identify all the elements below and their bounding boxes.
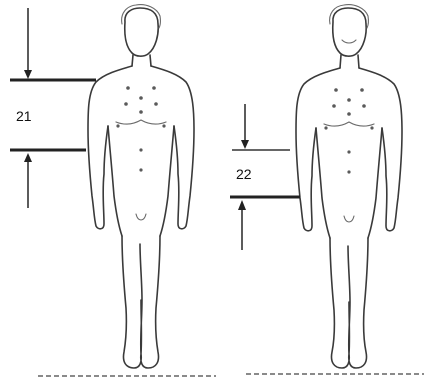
figure-right-landmark-dots bbox=[324, 88, 373, 173]
figure-left bbox=[88, 5, 194, 368]
measurement-right-arrow-up-head bbox=[238, 200, 246, 210]
measurement-label-21: 21 bbox=[16, 108, 32, 124]
figure-right-groin bbox=[344, 216, 354, 222]
figure-right-chest bbox=[324, 122, 374, 126]
figure-right-legs bbox=[330, 238, 368, 368]
figure-right bbox=[296, 5, 402, 368]
figure-right-neck bbox=[340, 55, 359, 68]
figure-left-head bbox=[125, 8, 158, 56]
measurement-label-22: 22 bbox=[236, 166, 252, 182]
figure-left-landmark-dots bbox=[116, 86, 165, 171]
measurement-left: 21 bbox=[10, 8, 96, 208]
figure-left-legs bbox=[122, 236, 160, 368]
figure-left-groin bbox=[136, 214, 146, 220]
measurement-right: 22 bbox=[230, 104, 300, 250]
measurement-left-arrow-down-head bbox=[24, 70, 32, 79]
figure-left-chest bbox=[116, 120, 166, 124]
measurement-left-arrow-up-head bbox=[24, 153, 32, 162]
figure-right-head bbox=[333, 8, 366, 56]
figure-left-body-outline bbox=[88, 66, 194, 229]
measurement-right-arrow-down-head bbox=[241, 140, 249, 149]
figure-right-body-outline bbox=[296, 68, 402, 231]
figure-right-smile bbox=[342, 40, 356, 43]
